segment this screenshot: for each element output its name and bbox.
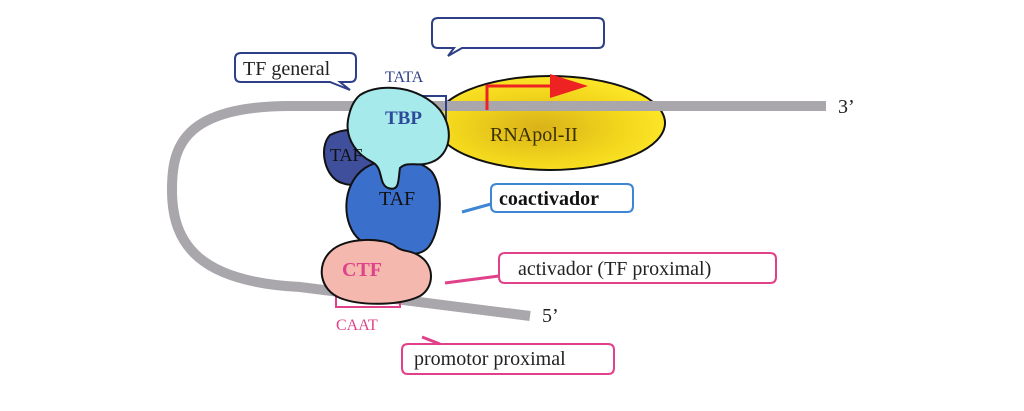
taf-large-label: TAF bbox=[379, 188, 415, 210]
dna-strand bbox=[166, 101, 826, 321]
rnapol-label: RNApol-II bbox=[490, 124, 578, 146]
coactivador-pointer bbox=[461, 202, 492, 214]
coactivador-label: coactivador bbox=[499, 188, 599, 210]
empty-callout-box bbox=[431, 17, 605, 57]
promotor-proximal-label: promotor proximal bbox=[414, 348, 566, 370]
tbp-label: TBP bbox=[385, 108, 422, 129]
dna-3-prime-label: 3’ bbox=[838, 96, 855, 118]
promotor-callout-box bbox=[401, 343, 615, 375]
coactivador-callout-box bbox=[490, 183, 634, 213]
promotor-pointer bbox=[421, 335, 441, 346]
tf-general-label: TF general bbox=[243, 58, 331, 80]
tf-general-callout-box bbox=[234, 52, 357, 91]
arrow-head-icon bbox=[550, 74, 588, 98]
activador-pointer bbox=[444, 274, 500, 285]
tbp-shape bbox=[346, 86, 450, 190]
activador-label: activador (TF proximal) bbox=[518, 258, 711, 280]
ctf-label: CTF bbox=[342, 259, 382, 281]
dna-5-prime-label: 5’ bbox=[542, 305, 559, 327]
ctf-shape bbox=[320, 238, 432, 305]
caat-label: CAAT bbox=[336, 317, 378, 334]
tata-label: TATA bbox=[385, 69, 424, 86]
taf-small-label: TAF bbox=[330, 145, 363, 165]
transcription-start-arrow bbox=[485, 84, 555, 110]
activador-callout-box bbox=[498, 252, 777, 284]
